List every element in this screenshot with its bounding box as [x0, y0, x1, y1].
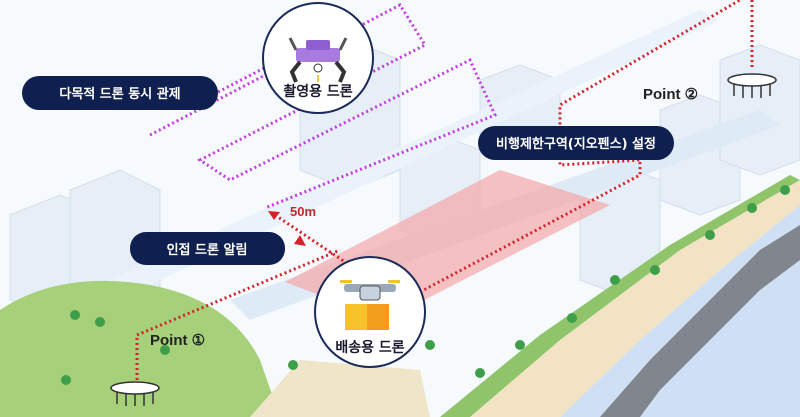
water [560, 205, 800, 417]
distance-arrow-end [294, 235, 306, 246]
point-1-label: Point ① [150, 332, 205, 349]
geofence-label: 비행제한구역(지오펜스) 설정 [478, 126, 674, 160]
multi-control-label: 다목적 드론 동시 관제 [22, 76, 218, 110]
beach [470, 180, 800, 417]
delivery-drone-badge: 배송용 드론 [314, 256, 426, 368]
filming-drone-path [149, 3, 498, 210]
point-2-label: Point ② [643, 86, 698, 103]
delivery-drone-path [135, 0, 754, 380]
geofence-text: 비행제한구역(지오펜스) 설정 [496, 136, 656, 152]
distance-label: 50m [290, 204, 316, 219]
distance-arrow-start [268, 211, 280, 220]
multi-control-text: 다목적 드론 동시 관제 [59, 86, 180, 102]
ground-station-icon [727, 73, 777, 98]
plaza [250, 360, 430, 417]
trees [61, 185, 790, 385]
proximity-alert-text: 인접 드론 알림 [167, 242, 248, 258]
proximity-alert-label: 인접 드론 알림 [130, 232, 285, 265]
delivery-drone-label: 배송용 드론 [335, 340, 404, 356]
ground-station-icon [110, 381, 160, 406]
filming-drone-label: 촬영용 드론 [283, 83, 352, 100]
rocks [600, 225, 800, 417]
filming-drone-icon [288, 37, 348, 83]
filming-drone-badge: 촬영용 드론 [262, 2, 374, 114]
greenway [440, 175, 800, 417]
delivery-drone-icon [340, 280, 400, 330]
